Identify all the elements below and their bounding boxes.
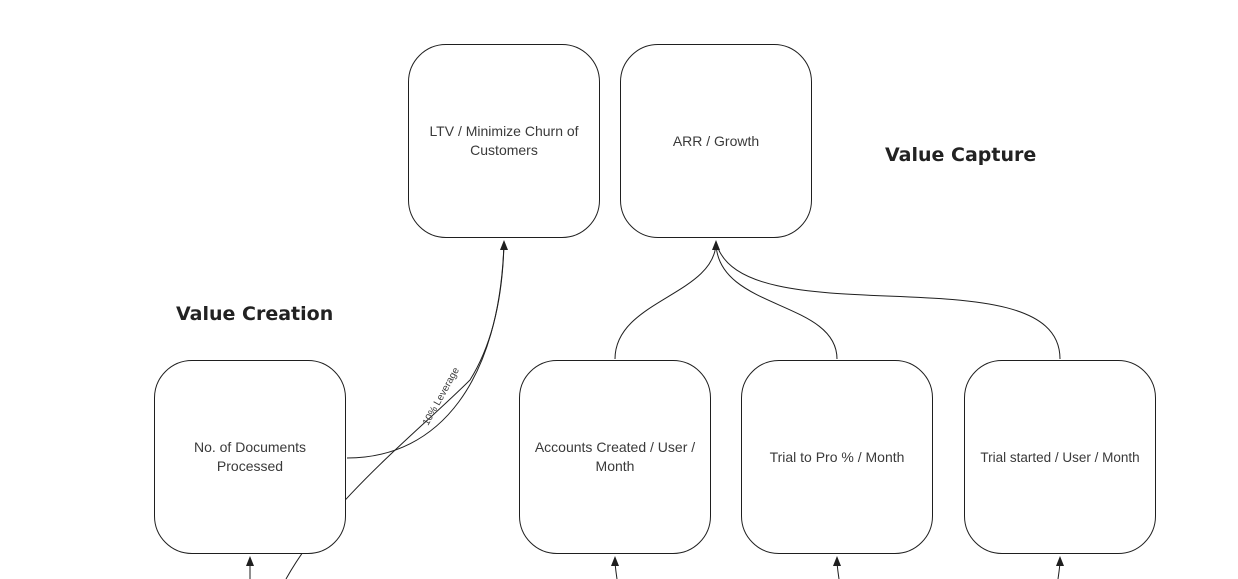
node-arr-label: ARR / Growth — [672, 132, 760, 149]
node-trial-started[interactable]: Trial started / User / Month — [964, 360, 1156, 554]
heading-value-creation: Value Creation — [176, 303, 334, 325]
node-accounts[interactable]: Accounts Created / User / Month — [519, 360, 711, 554]
node-ltv-label: LTV / Minimize Churn of Customers — [429, 123, 579, 158]
node-documents[interactable]: No. of Documents Processed — [154, 360, 346, 554]
heading-value-capture: Value Capture — [885, 144, 1037, 166]
connector-trial-to-pro-to-arr[interactable] — [715, 241, 838, 360]
node-accounts-label: Accounts Created / User / Month — [534, 439, 696, 474]
node-documents-label: No. of Documents Processed — [193, 439, 307, 474]
arrowhead-arr — [712, 240, 720, 250]
arrowhead-trial-started — [1056, 556, 1064, 566]
arrowhead-documents — [246, 556, 254, 566]
node-trial-to-pro-label: Trial to Pro % / Month — [769, 448, 905, 465]
node-ltv[interactable]: LTV / Minimize Churn of Customers — [408, 44, 600, 238]
edge-label-leverage: 10% Leverage — [421, 365, 462, 427]
arrowhead-accounts — [611, 556, 619, 566]
node-trial-to-pro[interactable]: Trial to Pro % / Month — [741, 360, 933, 554]
node-arr[interactable]: ARR / Growth — [620, 44, 812, 238]
arrowhead-trial-to-pro — [833, 556, 841, 566]
arrowhead-ltv — [500, 240, 508, 250]
node-trial-started-label: Trial started / User / Month — [980, 449, 1140, 465]
connector-accounts-to-arr[interactable] — [614, 241, 717, 360]
connector-trial-started-to-arr[interactable] — [715, 241, 1061, 360]
